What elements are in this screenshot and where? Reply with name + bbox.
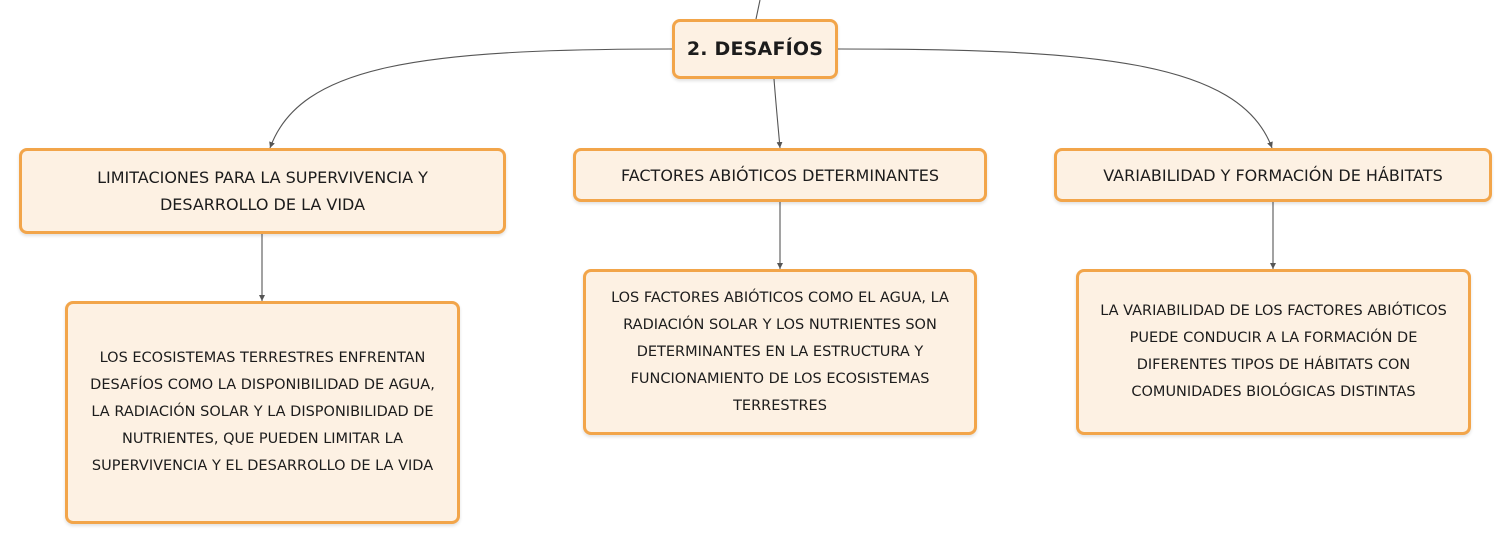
branch-node-factores[interactable]: FACTORES ABIÓTICOS DETERMINANTES xyxy=(573,148,987,202)
branch-node-variabilidad[interactable]: VARIABILIDAD Y FORMACIÓN DE HÁBITATS xyxy=(1054,148,1492,202)
branch-label: VARIABILIDAD Y FORMACIÓN DE HÁBITATS xyxy=(1103,165,1443,185)
detail-text: LA VARIABILIDAD DE LOS FACTORES ABIÓTICO… xyxy=(1100,303,1447,400)
branch-label: LIMITACIONES PARA LA SUPERVIVENCIA Y DES… xyxy=(97,168,428,214)
detail-node-factores[interactable]: LOS FACTORES ABIÓTICOS COMO EL AGUA, LA … xyxy=(583,269,977,435)
detail-text: LOS ECOSISTEMAS TERRESTRES ENFRENTAN DES… xyxy=(90,350,435,474)
connector-root-to-branch-1 xyxy=(269,48,673,149)
root-topic-node[interactable]: 2. DESAFÍOS xyxy=(672,19,838,79)
branch-label: FACTORES ABIÓTICOS DETERMINANTES xyxy=(620,165,939,185)
detail-node-variabilidad[interactable]: LA VARIABILIDAD DE LOS FACTORES ABIÓTICO… xyxy=(1076,269,1471,435)
connector-root-to-branch-2 xyxy=(773,78,783,149)
connector-root-to-branch-3 xyxy=(837,48,1273,149)
detail-node-limitaciones[interactable]: LOS ECOSISTEMAS TERRESTRES ENFRENTAN DES… xyxy=(65,301,460,524)
detail-text: LOS FACTORES ABIÓTICOS COMO EL AGUA, LA … xyxy=(611,289,949,414)
root-topic-label: 2. DESAFÍOS xyxy=(686,38,824,60)
branch-node-limitaciones[interactable]: LIMITACIONES PARA LA SUPERVIVENCIA Y DES… xyxy=(19,148,506,234)
parent-connector xyxy=(755,0,761,20)
